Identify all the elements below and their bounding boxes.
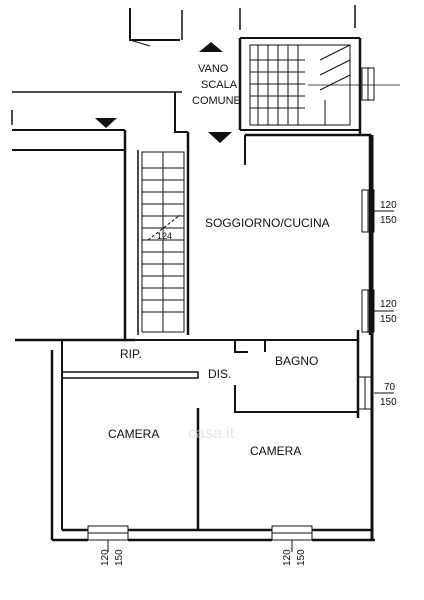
window-dim-2-bottom: 150 <box>380 314 397 325</box>
room-label-rip: RIP. <box>120 347 142 361</box>
arrows <box>95 42 232 143</box>
room-label-vano: VANO <box>198 63 229 75</box>
window-dim-1-top: 120 <box>380 200 397 211</box>
room-label-dis: DIS. <box>208 367 231 381</box>
room-label-camera-left: CAMERA <box>108 427 159 441</box>
stairs-right <box>249 44 400 126</box>
room-label-bagno: BAGNO <box>275 354 318 368</box>
room-label-camera-right: CAMERA <box>250 444 301 458</box>
window-dim-3-top: 70 <box>384 382 396 393</box>
room-label-comune: COMUNE <box>192 95 241 107</box>
stair-step-label: 124 <box>157 231 172 241</box>
window-dim-4-top: 120 <box>100 549 111 566</box>
room-label-soggiorno-cucina: SOGGIORNO/CUCINA <box>205 216 330 230</box>
window-dim-4-bottom: 150 <box>114 549 125 566</box>
window-dim-3-bottom: 150 <box>380 397 397 408</box>
watermark: casa.it <box>188 425 235 442</box>
window-dim-1-bottom: 150 <box>380 215 397 226</box>
walls <box>11 5 375 542</box>
windows-graphics <box>87 67 394 552</box>
window-dim-5-bottom: 150 <box>296 549 307 566</box>
stairs-left <box>141 151 185 333</box>
window-dim-2-top: 120 <box>380 299 397 310</box>
window-dim-5-top: 120 <box>282 549 293 566</box>
room-label-scala: SCALA <box>201 79 238 91</box>
